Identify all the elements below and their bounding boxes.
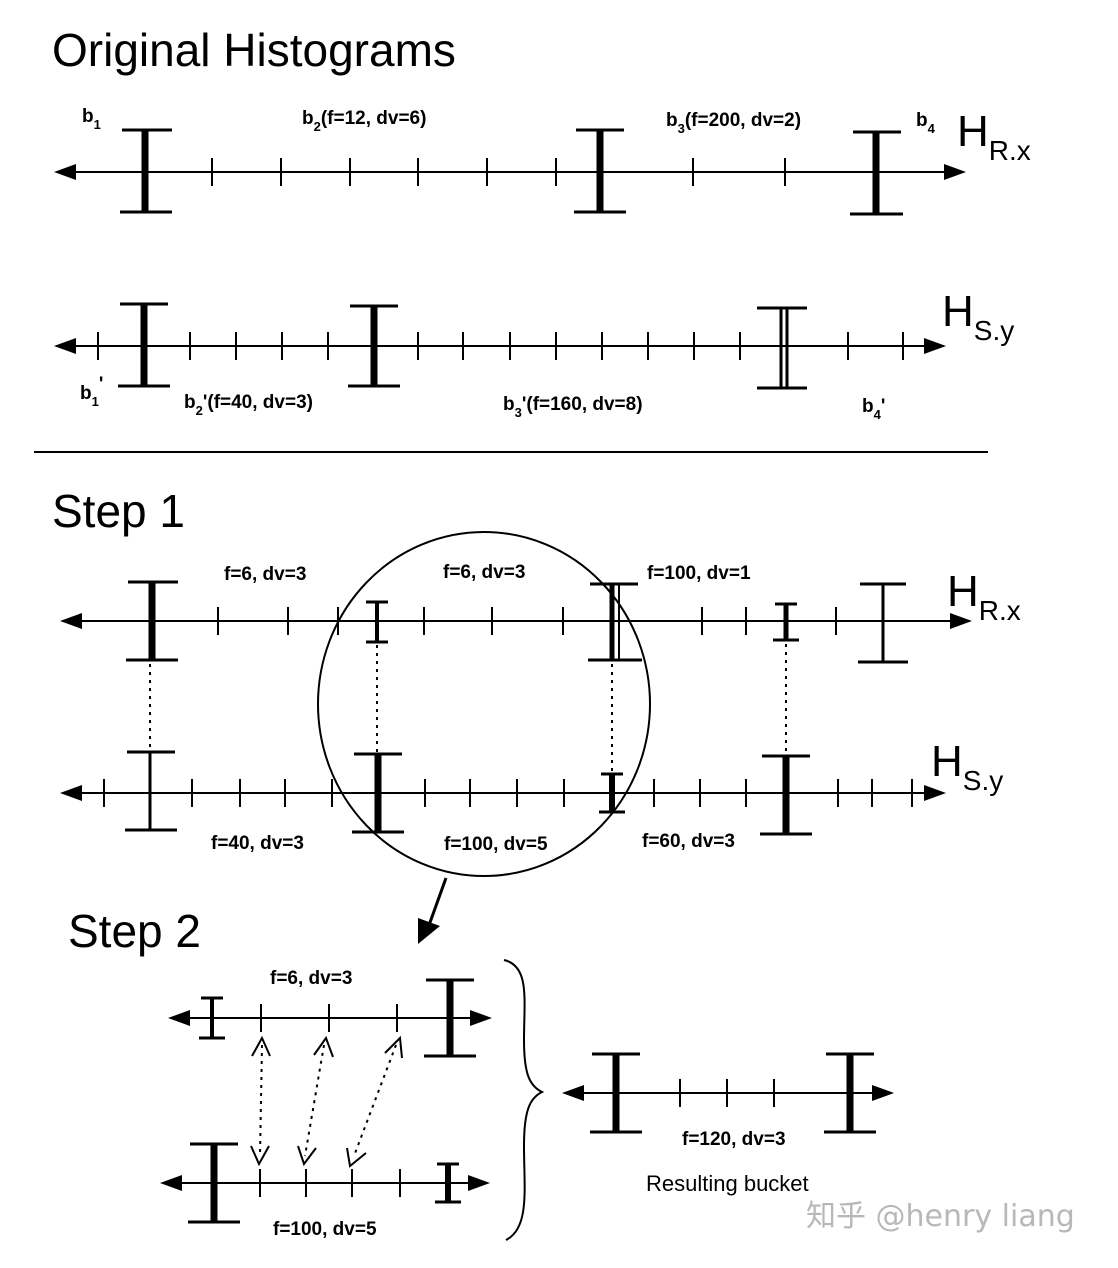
step2-title: Step 2 [68,905,201,957]
original-rx-labels: b1 b2(f=12, dv=6) b3(f=200, dv=2) b4 HR.… [82,106,1031,166]
left-arrowhead [160,1175,182,1191]
histogram-name-sy: HS.y [931,737,1003,796]
step2-bottom-bucket-label: f=100, dv=5 [273,1219,377,1240]
zoom-arrowhead [418,918,440,944]
step1-section: Step 1 [52,485,1021,944]
bucket-label-b2-prime: b2'(f=40, dv=3) [184,392,313,418]
bucket-boundary [858,582,908,664]
left-arrowhead [54,164,76,180]
bucket-label-b2: b2(f=12, dv=6) [302,108,426,134]
original-sy-labels: b1' b2'(f=40, dv=3) b3'(f=160, dv=8) b4'… [80,287,1014,422]
zoom-arrow [426,877,448,929]
left-arrowhead [60,785,82,801]
bucket-boundary [850,130,903,216]
bucket-boundary-small [773,602,799,642]
axis-ticks [97,332,904,360]
bucket-boundary [574,128,626,214]
bucket-boundary-small [366,600,388,644]
step1-sy-bucket-label: f=60, dv=3 [642,831,735,852]
alignment-dotted-lines [149,644,787,772]
bucket-boundary [126,580,178,662]
bucket-label-b3-prime: b3'(f=160, dv=8) [503,394,643,420]
bucket-boundary [424,978,476,1058]
bucket-label-b1: b1 [82,106,101,132]
bucket-boundary [348,304,400,388]
step1-rx-bucket-label: f=100, dv=1 [647,563,751,584]
step1-rx-bucket-label: f=6, dv=3 [224,564,306,585]
bucket-boundary [118,302,170,388]
original-rx-axis [54,128,966,216]
step1-sy-axis [60,750,946,836]
original-histograms-title: Original Histograms [52,24,456,76]
original-sy-axis [54,302,946,390]
dotted-arrowheads [250,1035,403,1168]
right-arrowhead [944,164,966,180]
bucket-boundary [590,1052,642,1134]
axis-ticks [260,1004,398,1032]
watermark-text: 知乎 @henry liang [806,1199,1075,1234]
right-arrowhead [872,1085,894,1101]
step1-title: Step 1 [52,485,185,537]
resulting-bucket-axis: f=120, dv=3 Resulting bucket [562,1052,894,1196]
axis-ticks [103,779,913,807]
zoom-circle [317,531,651,877]
bucket-label-b3: b3(f=200, dv=2) [666,110,801,136]
bucket-boundary [760,754,812,836]
bucket-boundary-small [435,1162,461,1204]
bucket-boundary [757,306,807,390]
bucket-boundary [120,128,172,214]
axis-ticks [679,1079,775,1107]
left-arrowhead [54,338,76,354]
right-arrowhead [468,1175,490,1191]
step2-top-axis: f=6, dv=3 [168,968,492,1058]
original-histograms-section: Original Histograms [52,24,1031,422]
histogram-name-rx: HR.x [947,567,1021,626]
bucket-label-b1-prime: b1' [80,374,103,409]
right-arrowhead [470,1010,492,1026]
resulting-bucket-caption: Resulting bucket [646,1171,809,1196]
bucket-boundary [588,582,642,662]
step1-rx-labels: f=6, dv=3 f=6, dv=3 f=100, dv=1 HR.x [224,562,1021,626]
right-arrowhead [924,338,946,354]
step2-top-bucket-label: f=6, dv=3 [270,968,352,989]
resulting-bucket-label: f=120, dv=3 [682,1129,786,1150]
bucket-boundary-small [199,996,225,1040]
axis-ticks [259,1169,401,1197]
left-arrowhead [168,1010,190,1026]
axis-ticks [217,607,837,635]
left-arrowhead [60,613,82,629]
matching-dotted-arrows [259,1044,397,1157]
step2-section: Step 2 f=6, dv=3 [68,905,894,1241]
bucket-label-b4: b4 [916,110,936,136]
combine-brace [503,959,545,1241]
right-arrowhead [924,785,946,801]
bucket-boundary [824,1052,876,1134]
bucket-boundary [352,752,404,834]
histogram-name-rx: HR.x [957,107,1031,166]
axis-ticks [211,158,786,186]
step1-rx-bucket-label: f=6, dv=3 [443,562,525,583]
bucket-boundary [125,750,177,832]
step1-sy-bucket-label: f=40, dv=3 [211,833,304,854]
bucket-label-b4-prime: b4' [862,396,885,422]
histogram-name-sy: HS.y [942,287,1014,346]
step1-rx-axis [60,580,972,664]
bucket-boundary [188,1142,240,1224]
bucket-boundary-small [599,772,625,814]
step1-sy-bucket-label: f=100, dv=5 [444,834,548,855]
step2-bottom-axis: f=100, dv=5 [160,1142,490,1240]
right-arrowhead [950,613,972,629]
step1-sy-labels: f=40, dv=3 f=100, dv=5 f=60, dv=3 HS.y [211,737,1003,855]
left-arrowhead [562,1085,584,1101]
